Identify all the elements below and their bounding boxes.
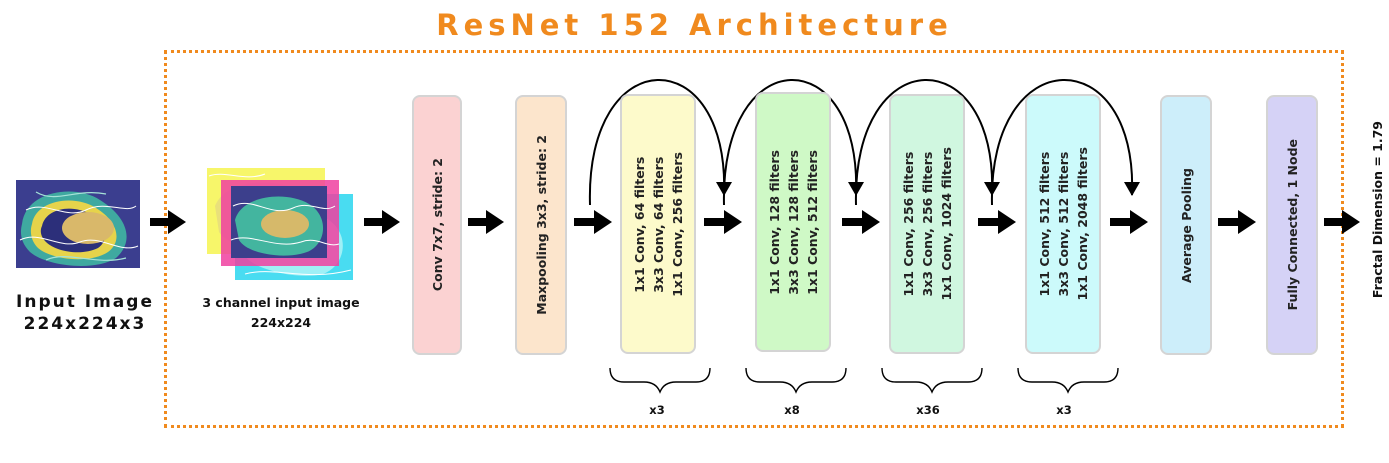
arrow-right-icon — [364, 210, 400, 234]
block4-line-3: 1x1 Conv, 2048 filters — [1074, 147, 1090, 301]
maxpool-layer-text: Maxpooling 3x3, stride: 2 — [532, 135, 551, 315]
maxpool-line-1: Maxpooling 3x3, stride: 2 — [533, 135, 549, 315]
skip-connection-arc-icon — [854, 79, 1000, 206]
output-label: Fractal Dimension = 1.79 — [1369, 121, 1385, 299]
input-image-size: 224x224x3 — [23, 314, 147, 334]
brace-icon — [609, 367, 711, 394]
avgpool-line-1: Average Pooling — [1178, 167, 1194, 283]
conv-layer-box: Conv 7x7, stride: 2 — [412, 95, 462, 355]
block2-line-2: 3x3 Conv, 128 filters — [785, 149, 801, 295]
block1-line-1: 1x1 Conv, 64 filters — [631, 155, 647, 293]
arrow-right-icon — [150, 210, 186, 234]
input-image-caption: Input Image 224x224x3 — [0, 291, 170, 335]
fc-layer-box: Fully Connected, 1 Node — [1266, 95, 1318, 355]
arrow-right-icon — [1218, 210, 1256, 234]
arrow-right-icon — [842, 210, 880, 234]
avgpool-layer-box: Average Pooling — [1160, 95, 1212, 355]
brace-icon — [1017, 367, 1119, 394]
conv-line-1: Conv 7x7, stride: 2 — [429, 158, 445, 292]
arrow-right-icon — [574, 210, 612, 234]
block-4-repeat: x3 — [1056, 403, 1072, 417]
input-image-label: Input Image — [16, 292, 154, 312]
channel-image-size: 224x224 — [250, 315, 312, 330]
brace-icon — [881, 367, 983, 394]
block3-line-3: 1x1 Conv, 1024 filters — [938, 147, 954, 301]
channel-images-icon — [207, 168, 353, 280]
block-1-repeat: x3 — [649, 403, 665, 417]
fc-line-1: Fully Connected, 1 Node — [1284, 139, 1300, 311]
skip-connection-arc-icon — [588, 79, 732, 206]
arrow-right-icon — [704, 210, 742, 234]
brace-icon — [745, 367, 847, 394]
arrow-right-icon — [468, 210, 504, 234]
block-2-repeat: x8 — [784, 403, 800, 417]
block3-line-2: 3x3 Conv, 256 filters — [919, 151, 935, 297]
arrow-right-icon — [978, 210, 1016, 234]
arrow-right-icon — [1110, 210, 1148, 234]
diagram-title: ResNet 152 Architecture — [436, 8, 953, 42]
block4-line-1: 1x1 Conv, 512 filters — [1036, 151, 1052, 297]
arrow-right-icon — [1324, 210, 1360, 234]
channel-image-caption: 3 channel input image 224x224 — [176, 293, 386, 333]
skip-connection-arc-icon — [722, 79, 864, 206]
output-label-wrap: Fractal Dimension = 1.79 — [1367, 95, 1387, 325]
architecture-frame — [164, 50, 1344, 428]
block3-line-1: 1x1 Conv, 256 filters — [900, 151, 916, 297]
avgpool-layer-text: Average Pooling — [1177, 168, 1196, 283]
maxpool-layer-box: Maxpooling 3x3, stride: 2 — [515, 95, 567, 355]
fc-layer-text: Fully Connected, 1 Node — [1283, 139, 1302, 310]
block1-line-3: 1x1 Conv, 256 filters — [669, 151, 685, 297]
conv-layer-text: Conv 7x7, stride: 2 — [428, 158, 447, 291]
input-image-icon — [16, 180, 140, 268]
block-3-repeat: x36 — [916, 403, 940, 417]
block2-line-1: 1x1 Conv, 128 filters — [766, 149, 782, 295]
channel-image-label: 3 channel input image — [202, 295, 360, 310]
block4-line-2: 3x3 Conv, 512 filters — [1055, 151, 1071, 297]
block1-line-2: 3x3 Conv, 64 filters — [650, 155, 666, 293]
skip-connection-arc-icon — [990, 79, 1140, 206]
block2-line-3: 1x1 Conv, 512 filters — [804, 149, 820, 295]
